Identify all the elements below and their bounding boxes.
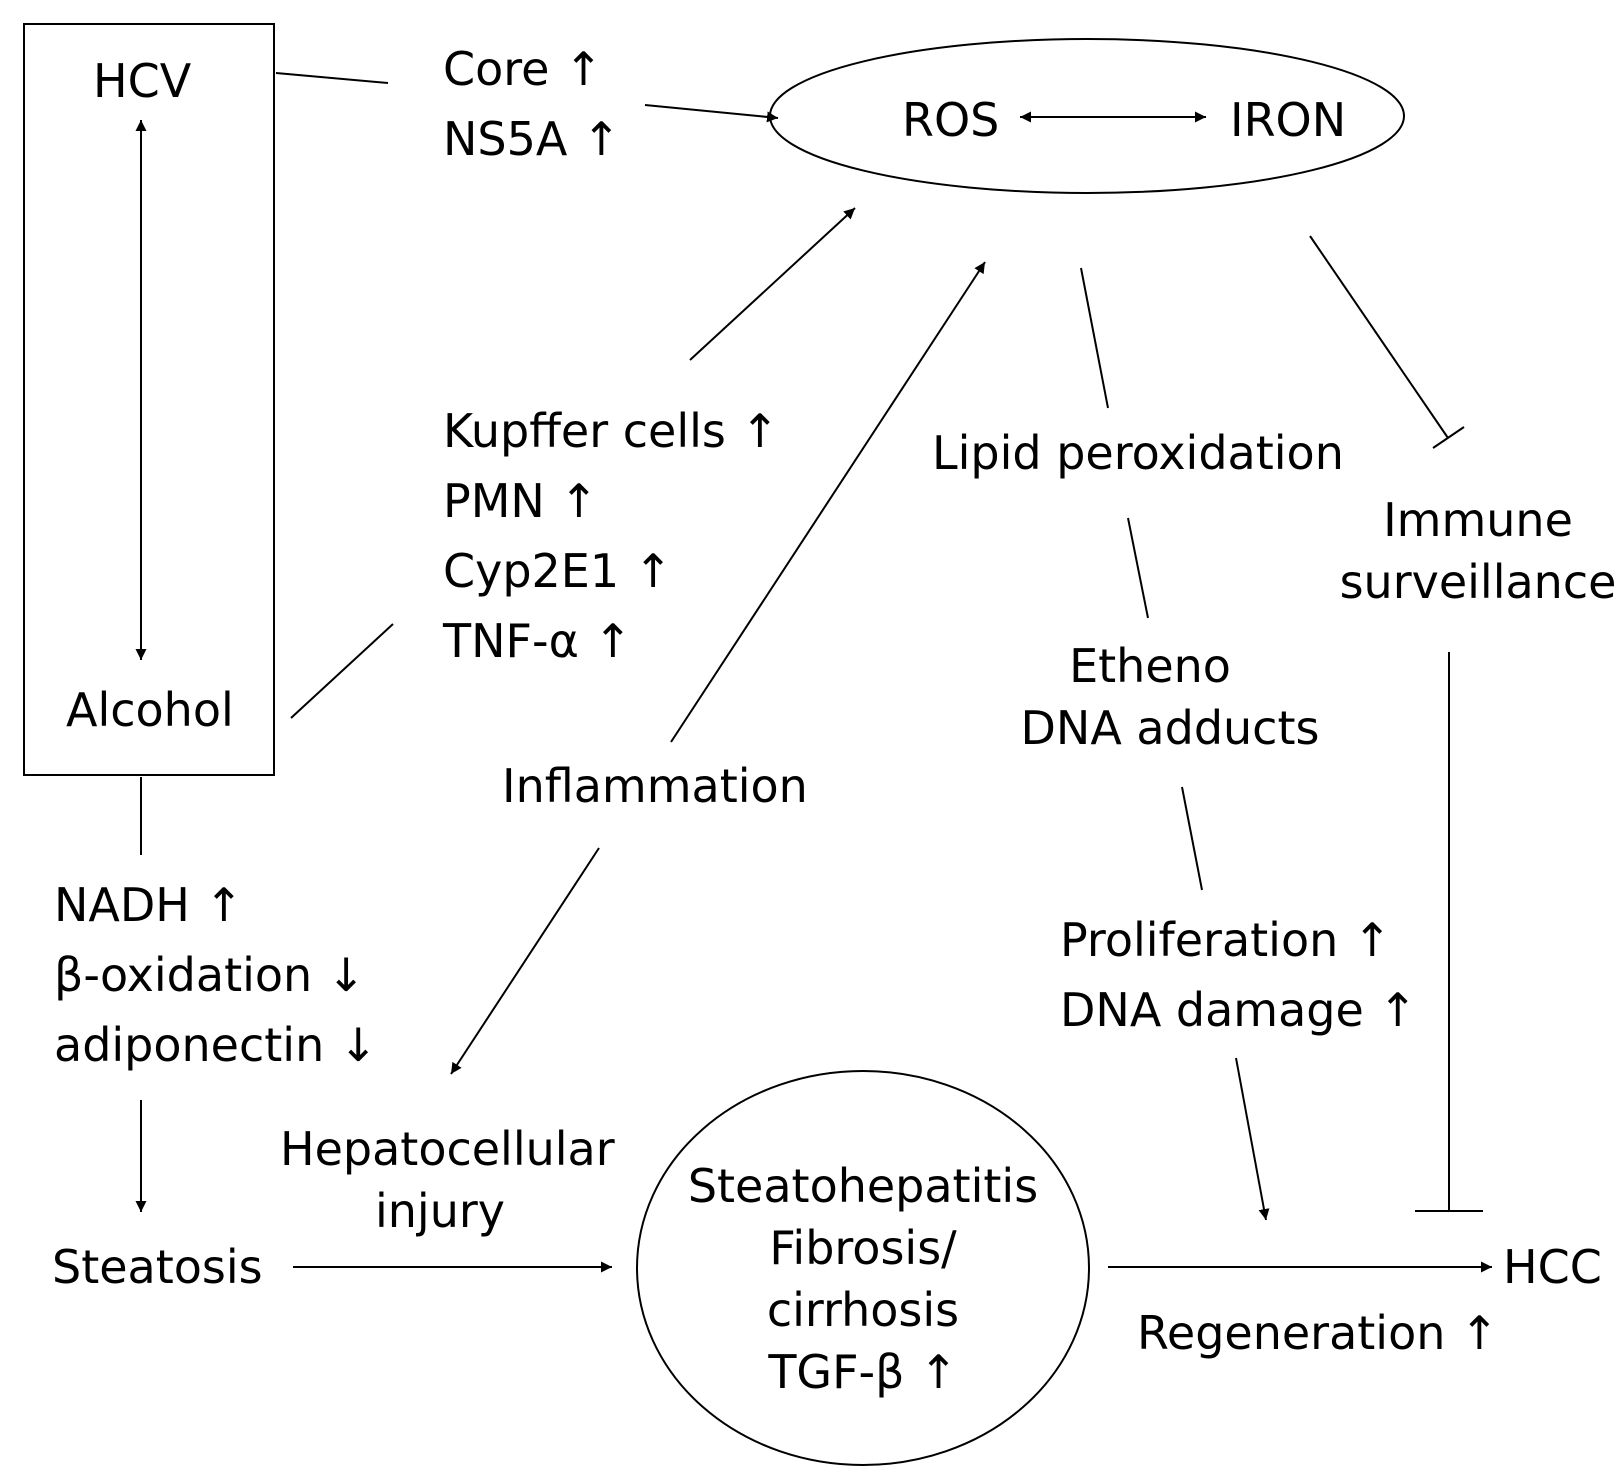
proliferation-to-hcc-arrow [1235,1057,1270,1221]
dna-damage-label: DNA damage ↑ [1060,983,1417,1037]
inflammation-to-ros-arrow [670,261,986,743]
lipid-to-etheno-line [1127,517,1149,619]
etheno-label-line-2: DNA adducts [1020,701,1320,755]
tnf-alpha-label: TNF-α ↑ [443,614,633,668]
regeneration-label: Regeneration ↑ [1137,1306,1499,1360]
hcc-label: HCC [1503,1240,1602,1294]
kupffer-to-ros-arrow [689,207,856,361]
hcv-alcohol-box [23,23,275,776]
proliferation-label: Proliferation ↑ [1060,913,1392,967]
kupffer-cells-label: Kupffer cells ↑ [443,404,780,458]
cirrhosis-label: cirrhosis [766,1283,960,1337]
inflammation-to-injury-arrow [450,847,600,1075]
tgf-beta-label: TGF-β ↑ [768,1345,958,1399]
steatohepatitis-circle [636,1070,1090,1466]
alcohol-to-kupffer-line [290,623,394,719]
nadh-label: NADH ↑ [54,878,244,932]
inflammation-label: Inflammation [502,759,808,813]
hepatocellular-injury-label-line-2: injury [374,1184,505,1238]
alcohol-label: Alcohol [66,683,234,737]
etheno-label-line-1: Etheno [1069,639,1231,693]
lipid-peroxidation-label: Lipid peroxidation [932,426,1344,480]
core-label: Core ↑ [443,42,603,96]
immune-label-line-2: surveillance [1339,555,1617,609]
adiponectin-label: adiponectin ↓ [54,1018,378,1072]
hcv-to-viral-proteins-line [275,72,389,84]
hcv-label: HCV [93,54,192,108]
viral-proteins-to-ros-arrow [644,104,779,123]
ros-inhibits-immune-bar [1432,426,1465,449]
ros-to-lipid-line [1080,267,1109,409]
ros-inhibits-immune-line [1309,235,1449,439]
steatosis-label: Steatosis [52,1240,263,1294]
beta-oxidation-label: β-oxidation ↓ [54,948,366,1002]
immune-label-line-1: Immune [1383,493,1573,547]
etheno-to-proliferation-line [1181,786,1203,891]
ros-label: ROS [902,93,1000,147]
cyp2e1-label: Cyp2E1 ↑ [443,544,673,598]
pmn-label: PMN ↑ [443,474,599,528]
fibrosis-label: Fibrosis/ [769,1221,957,1275]
hepatocellular-injury-label-line-1: Hepatocellular [280,1122,615,1176]
steatohepatitis-label: Steatohepatitis [687,1159,1039,1213]
ns5a-label: NS5A ↑ [443,112,621,166]
iron-label: IRON [1230,93,1347,147]
